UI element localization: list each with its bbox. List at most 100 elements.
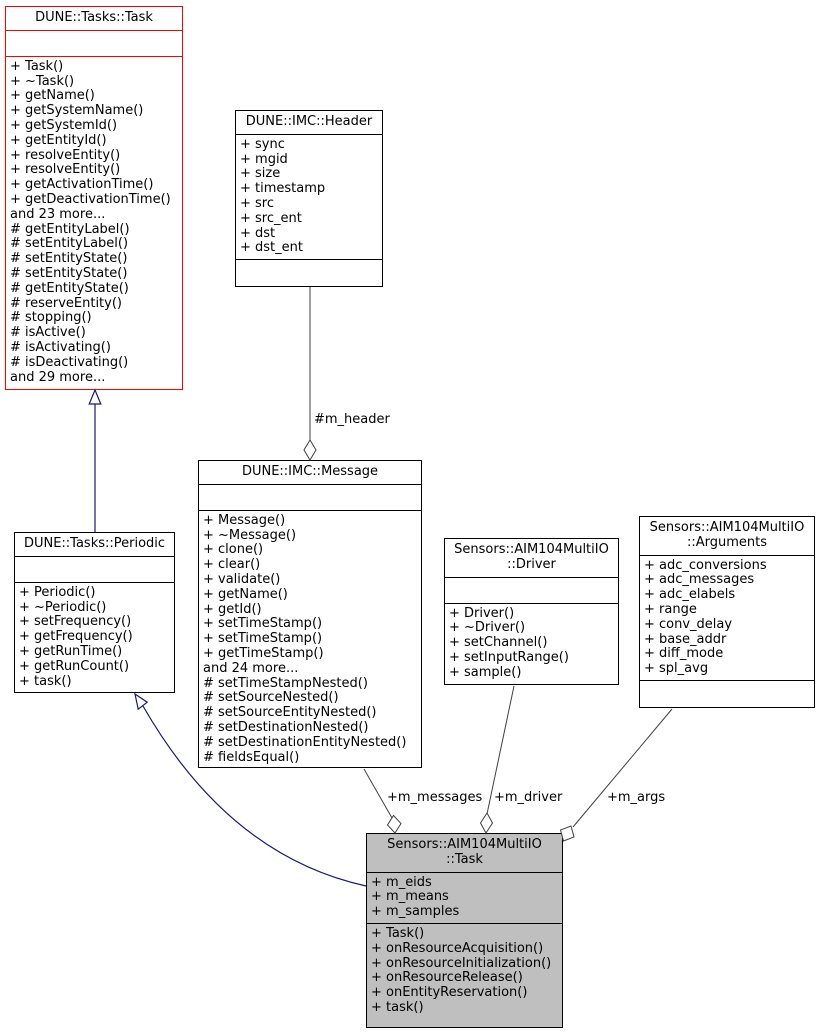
class-box-dune-tasks-periodic[interactable]: DUNE::Tasks::Periodic + Periodic()+ ~Per…	[14, 532, 175, 693]
member-row: + getActivationTime()	[10, 177, 154, 193]
member-row: # getEntityLabel()	[10, 221, 130, 237]
member-row: + onResourceAcquisition()	[371, 940, 544, 956]
inheritance-arrowhead	[134, 692, 149, 711]
attributes-compartment: + sync+ mgid+ size+ timestamp+ src+ src_…	[236, 135, 382, 261]
member-row: and 29 more...	[10, 369, 106, 385]
member-row: + clone()	[203, 542, 264, 558]
member-row: + adc_elabels	[644, 587, 736, 603]
member-row: + Periodic()	[19, 584, 96, 600]
member-row: + timestamp	[240, 181, 326, 197]
member-row: + ~Periodic()	[19, 599, 107, 615]
member-row: # setDestinationNested()	[203, 719, 369, 735]
member-row: + clear()	[203, 557, 261, 573]
member-row: + getRunTime()	[19, 643, 123, 659]
member-row: + resolveEntity()	[10, 162, 121, 178]
member-row: + Driver()	[449, 605, 515, 621]
member-row: + src_ent	[240, 210, 302, 226]
member-row: + conv_delay	[644, 616, 733, 632]
member-row: + getDeactivationTime()	[10, 191, 171, 207]
member-row: + spl_avg	[644, 661, 709, 677]
member-row: + dst	[240, 225, 276, 241]
member-row: + getName()	[10, 88, 95, 104]
member-row: # stopping()	[10, 310, 92, 326]
attributes-compartment: + adc_conversions+ adc_messages+ adc_ela…	[640, 556, 814, 681]
edge-label-m-driver: +m_driver	[494, 790, 563, 805]
methods-compartment	[236, 260, 382, 286]
member-row: # isActive()	[10, 325, 86, 341]
member-row: + onResourceInitialization()	[371, 955, 552, 971]
aggregation-diamond	[386, 814, 402, 834]
class-box-sensors-aim104multiio-arguments[interactable]: Sensors::AIM104MultiIO ::Arguments + adc…	[639, 516, 815, 708]
attributes-compartment: + m_eids+ m_means+ m_samples	[367, 873, 562, 924]
member-row: + dst_ent	[240, 240, 303, 256]
member-row: # setSourceEntityNested()	[203, 705, 377, 721]
member-row: # isActivating()	[10, 339, 111, 355]
edge-label-m-messages: +m_messages	[387, 790, 483, 805]
member-row: + onEntityReservation()	[371, 985, 528, 1001]
class-box-dune-imc-message[interactable]: DUNE::IMC::Message + Message()+ ~Message…	[198, 460, 422, 768]
member-row: + size	[240, 166, 281, 182]
member-row: # setEntityLabel()	[10, 236, 129, 252]
member-row: + setFrequency()	[19, 614, 132, 630]
aggregation-edge-arguments-to-sensors-task	[572, 708, 673, 828]
member-row: + mgid	[240, 151, 288, 167]
member-row: + validate()	[203, 571, 281, 587]
member-row: + getId()	[203, 601, 262, 617]
class-box-sensors-aim104multiio-task[interactable]: Sensors::AIM104MultiIO ::Task + m_eids+ …	[366, 833, 563, 1028]
member-row: # fieldsEqual()	[203, 749, 300, 765]
member-row: + Task()	[371, 925, 425, 941]
member-row: and 23 more...	[10, 206, 106, 222]
member-row: + ~Message()	[203, 527, 297, 543]
class-box-dune-imc-header[interactable]: DUNE::IMC::Header + sync+ mgid+ size+ ti…	[235, 110, 383, 287]
member-row: + m_means	[371, 889, 449, 905]
member-row: + setChannel()	[449, 635, 548, 651]
member-row: + m_eids	[371, 874, 432, 890]
member-row: # setSourceNested()	[203, 690, 339, 706]
methods-compartment: + Task()+ ~Task()+ getName()+ getSystemN…	[6, 57, 182, 389]
methods-compartment	[640, 681, 814, 707]
class-title: Sensors::AIM104MultiIO ::Driver	[445, 539, 618, 578]
class-box-sensors-aim104multiio-driver[interactable]: Sensors::AIM104MultiIO ::Driver + Driver…	[444, 538, 619, 685]
member-row: # setEntityState()	[10, 265, 128, 281]
member-row: # setDestinationEntityNested()	[203, 734, 407, 750]
methods-compartment: + Message()+ ~Message()+ clone()+ clear(…	[199, 511, 421, 767]
member-row: + m_samples	[371, 904, 460, 920]
member-row: + setTimeStamp()	[203, 616, 323, 632]
aggregation-diamond	[479, 812, 494, 834]
member-row: + src	[240, 195, 275, 211]
attributes-compartment	[6, 31, 182, 57]
member-row: + sync	[240, 136, 285, 152]
attributes-compartment	[15, 557, 174, 583]
attributes-compartment	[445, 578, 618, 604]
edge-label-m-header: #m_header	[314, 412, 390, 427]
member-row: # reserveEntity()	[10, 295, 122, 311]
member-row: + getName()	[203, 586, 288, 602]
member-row: + adc_messages	[644, 572, 755, 588]
methods-compartment: + Task()+ onResourceAcquisition()+ onRes…	[367, 924, 562, 1027]
class-title: DUNE::IMC::Header	[236, 111, 382, 135]
inheritance-arrowhead	[88, 388, 102, 405]
methods-compartment: + Periodic()+ ~Periodic()+ setFrequency(…	[15, 583, 174, 692]
class-title: Sensors::AIM104MultiIO ::Task	[367, 834, 562, 873]
member-row: + ~Driver()	[449, 620, 526, 636]
class-box-dune-tasks-task[interactable]: DUNE::Tasks::Task + Task()+ ~Task()+ get…	[5, 6, 183, 390]
member-row: + sample()	[449, 664, 522, 680]
member-row: # getEntityState()	[10, 280, 129, 296]
member-row: + setTimeStamp()	[203, 631, 323, 647]
member-row: + resolveEntity()	[10, 147, 121, 163]
member-row: + getSystemId()	[10, 117, 118, 133]
member-row: + diff_mode	[644, 646, 724, 662]
member-row: + getFrequency()	[19, 629, 133, 645]
member-row: and 24 more...	[203, 660, 299, 676]
member-row: + setInputRange()	[449, 649, 569, 665]
aggregation-diamond	[303, 439, 317, 461]
member-row: + Message()	[203, 512, 286, 528]
member-row: + Task()	[10, 58, 64, 74]
edge-label-m-args: +m_args	[607, 790, 666, 805]
methods-compartment: + Driver()+ ~Driver()+ setChannel()+ set…	[445, 604, 618, 684]
member-row: + getTimeStamp()	[203, 645, 324, 661]
class-title: Sensors::AIM104MultiIO ::Arguments	[640, 517, 814, 556]
member-row: + getEntityId()	[10, 132, 107, 148]
member-row: + task()	[371, 999, 424, 1015]
class-title: DUNE::Tasks::Task	[6, 7, 182, 31]
